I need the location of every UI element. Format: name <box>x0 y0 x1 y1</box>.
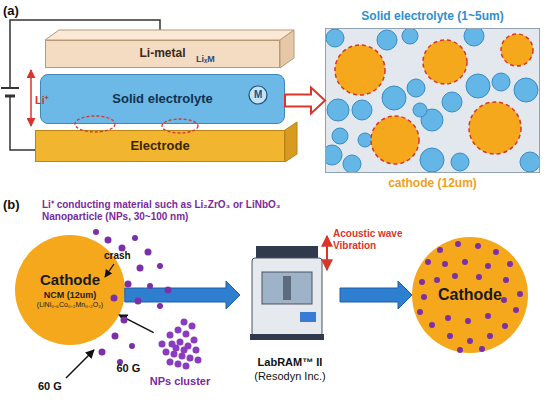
coated-cathode: Cathode <box>412 237 528 353</box>
node-text: Li-metal <box>139 47 185 61</box>
zoom-panel <box>322 26 540 173</box>
node-text: cathode (12um) <box>326 177 539 191</box>
process-arrow <box>125 281 240 309</box>
metal-layer: Li-metal <box>45 40 280 68</box>
node-text: Cathode <box>40 271 100 288</box>
force-arrow <box>66 350 94 378</box>
electrode-layer: Electrode <box>35 130 285 162</box>
nanoparticle-cluster <box>159 319 202 370</box>
edge-label: 60 G <box>116 362 140 374</box>
node-text: (LiNi₀.₆Co₀.₂Mn₀.₂O₂) <box>37 301 103 309</box>
battery-symbol <box>1 88 19 96</box>
ion-label: Li⁺ <box>35 92 49 107</box>
ion-arrow <box>30 70 32 126</box>
node-text: Cathode <box>438 286 502 304</box>
material-note: Li⁺ conducting material such as Li₂ZrO₃ … <box>42 199 282 223</box>
panel-tag: (b) <box>3 197 20 212</box>
node-text: Solid electrolyte (1~5um) <box>326 10 539 24</box>
force-label: 60 G <box>38 380 62 392</box>
cathode-particles <box>335 34 533 164</box>
electrolyte-particles <box>325 28 540 173</box>
mixer-device: LabRAM™ II(Resodyn Inc.) <box>240 238 340 352</box>
node-text: Electrode <box>130 139 189 154</box>
node-text: NCM (12um) <box>44 290 97 300</box>
zoom-panel: Solid electrolyte (1~5um)cathode (12um) <box>325 28 540 173</box>
vibration-label: Acoustic wave Vibration <box>333 228 407 252</box>
force-arrow <box>119 315 154 333</box>
electrolyte-layer: Solid electrolyte <box>40 74 285 124</box>
nanoparticle-cluster: NPs cluster <box>150 318 210 374</box>
crash-label: crash <box>104 250 131 261</box>
process-arrow <box>340 281 412 309</box>
mixer-machine <box>250 246 324 340</box>
zoom-arrow <box>285 88 325 114</box>
node-text: Solid electrolyte <box>112 92 212 107</box>
metal-label: M <box>254 89 262 100</box>
node-text: (Resodyn Inc.) <box>220 370 360 383</box>
alloy-label: LiₓM <box>196 54 215 64</box>
node-text: NPs cluster <box>130 375 230 388</box>
node-text: LabRAM™ II <box>220 356 360 369</box>
panel-tag: (a) <box>3 3 19 18</box>
vibration-arrow <box>326 236 328 270</box>
